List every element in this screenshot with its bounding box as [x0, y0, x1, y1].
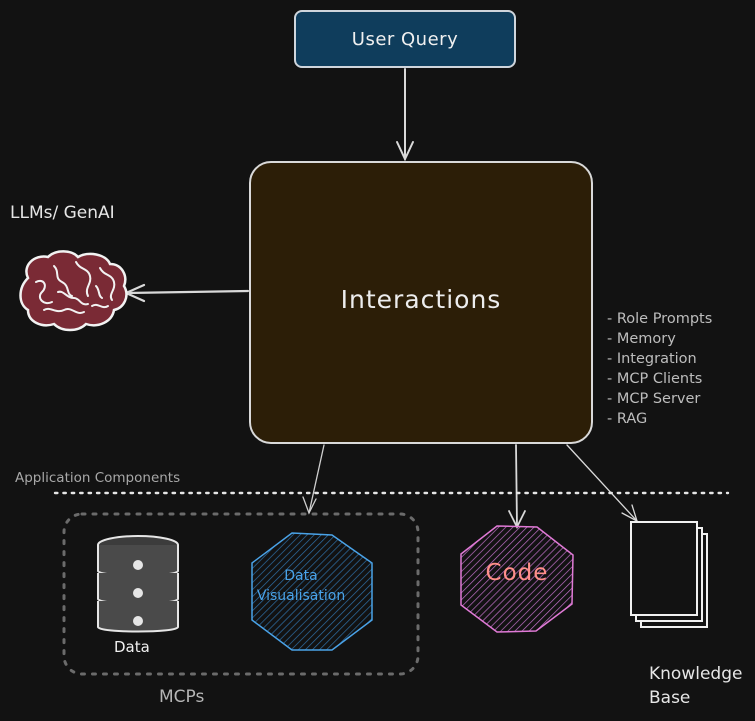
feature-item: - RAG — [607, 411, 648, 427]
knowledge-base-label-line1: Knowledge — [649, 664, 743, 684]
mcps-label: MCPs — [159, 687, 205, 707]
llm-label: LLMs/ GenAI — [10, 203, 115, 223]
interactions-title: Interactions — [340, 285, 502, 314]
interactions-feature-list: - Role Prompts - Memory - Integration - … — [607, 309, 712, 429]
code-label: Code — [485, 560, 549, 586]
code-hexagon-icon — [460, 525, 574, 633]
database-icon — [97, 535, 179, 633]
visualisation-hexagon-icon — [251, 532, 373, 651]
arrow-interactions-to-knowledge-base — [566, 444, 639, 523]
feature-item: - Role Prompts — [607, 311, 713, 327]
feature-item: - Integration — [607, 351, 697, 367]
arrow-interactions-to-llm — [123, 283, 250, 303]
feature-item: - MCP Clients — [607, 371, 703, 387]
data-label: Data — [114, 638, 150, 656]
user-query-label: User Query — [351, 28, 459, 50]
knowledge-base-label-line2: Base — [649, 688, 691, 708]
visualisation-label: Data Visualisation — [252, 566, 350, 606]
feature-item: - Memory — [607, 331, 676, 347]
feature-item: - MCP Server — [607, 391, 701, 407]
visualisation-label-line1: Data — [284, 568, 318, 584]
brain-icon — [19, 250, 128, 332]
mcps-group-border — [62, 512, 420, 676]
documents-icon — [630, 521, 708, 628]
arrow-interactions-to-visualisation — [302, 444, 325, 515]
user-query-box: User Query — [294, 10, 516, 68]
arrow-query-to-interactions — [396, 68, 414, 162]
visualisation-label-line2: Visualisation — [256, 588, 346, 604]
interactions-box: Interactions — [249, 161, 593, 444]
application-components-label: Application Components — [15, 470, 181, 486]
arrow-interactions-to-code — [508, 444, 526, 530]
knowledge-base-label: Knowledge Base — [649, 662, 742, 710]
